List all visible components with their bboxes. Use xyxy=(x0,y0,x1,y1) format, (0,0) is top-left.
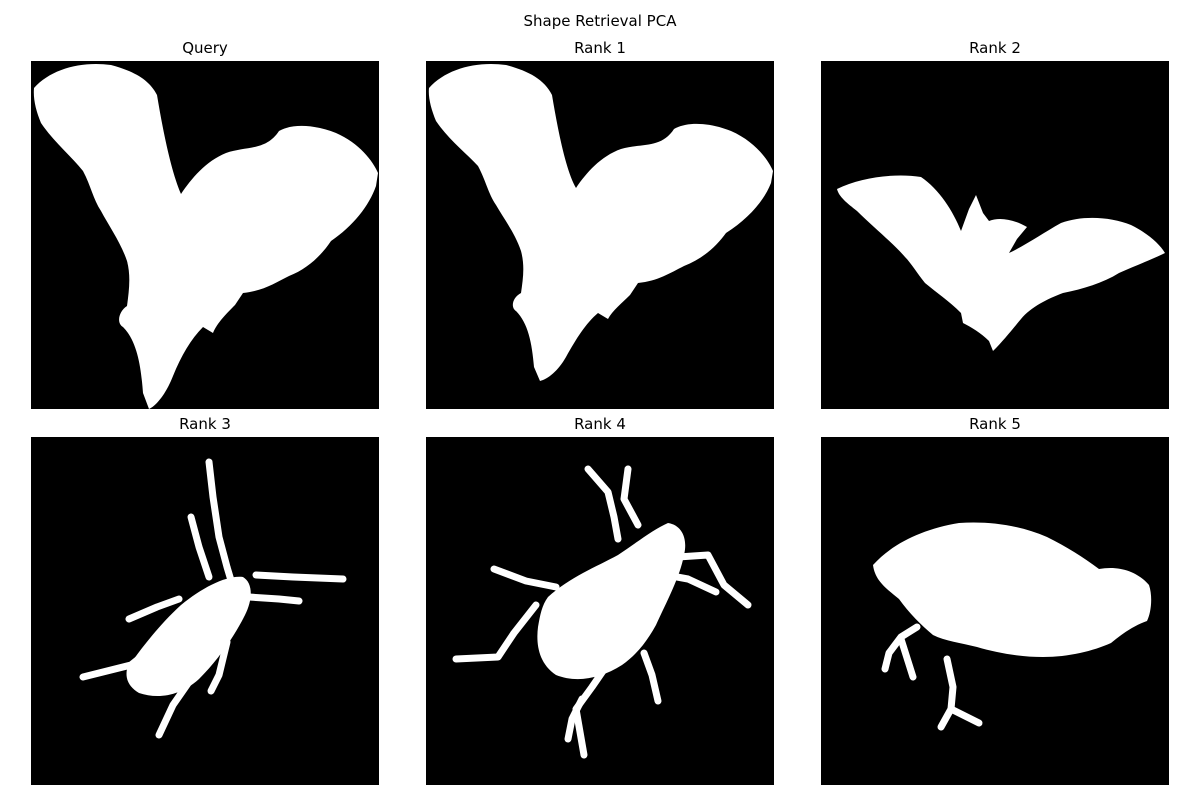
bat-silhouette-icon xyxy=(821,61,1169,409)
panel-rank-2: Rank 2 xyxy=(821,36,1169,409)
panel-title: Rank 2 xyxy=(969,39,1021,57)
panel-title: Query xyxy=(182,39,228,57)
bird-silhouette-icon xyxy=(821,437,1169,785)
panel-rank-4: Rank 4 xyxy=(426,412,774,785)
beetle-silhouette-icon xyxy=(31,437,379,785)
panel-rank-5: Rank 5 xyxy=(821,412,1169,785)
panel-title: Rank 3 xyxy=(179,415,231,433)
panel-query: Query xyxy=(31,36,379,409)
bat-silhouette-icon xyxy=(426,61,774,409)
bat-silhouette-icon xyxy=(31,61,379,409)
panel-rank-1: Rank 1 xyxy=(426,36,774,409)
panel-title: Rank 4 xyxy=(574,415,626,433)
panel-rank-3: Rank 3 xyxy=(31,412,379,785)
beetle-silhouette-icon xyxy=(426,437,774,785)
figure-title: Shape Retrieval PCA xyxy=(523,12,677,30)
panel-title: Rank 1 xyxy=(574,39,626,57)
panel-title: Rank 5 xyxy=(969,415,1021,433)
